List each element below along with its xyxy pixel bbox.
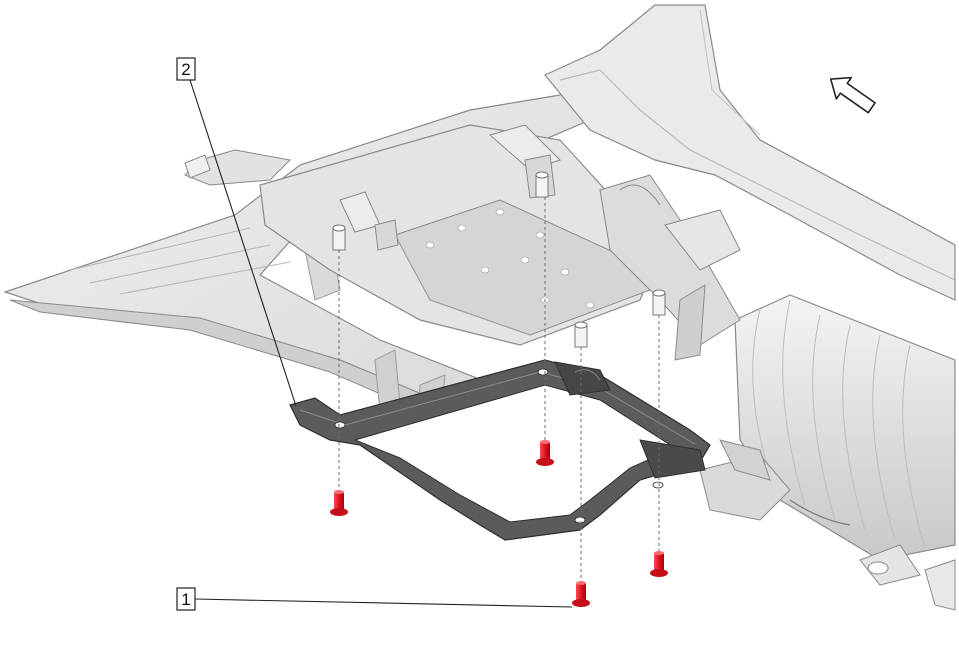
callout-label: 2 (181, 60, 190, 79)
callout-box (176, 587, 196, 611)
fasteners (330, 440, 668, 607)
bolt-icon (330, 490, 348, 516)
leader-line (189, 79, 297, 407)
bolt-icon (650, 551, 668, 577)
stud (574, 321, 588, 348)
alignment-lines (338, 197, 660, 583)
leader-line (194, 598, 573, 608)
bolt-icon (572, 581, 590, 607)
stud (332, 224, 346, 251)
callout-2: 2 (176, 57, 297, 407)
mounting-tray (259, 124, 661, 346)
bracket-frame (289, 359, 711, 541)
mounting-studs (332, 171, 666, 348)
callout-label: 1 (181, 590, 190, 609)
arrow-up-left-icon (829, 76, 876, 114)
stud (535, 171, 549, 198)
upper-trim-panel (544, 4, 956, 301)
bolt-icon (536, 440, 554, 466)
callout-1: 1 (176, 587, 573, 611)
air-duct (599, 174, 956, 611)
callout-box (176, 57, 196, 81)
stud (652, 289, 666, 316)
